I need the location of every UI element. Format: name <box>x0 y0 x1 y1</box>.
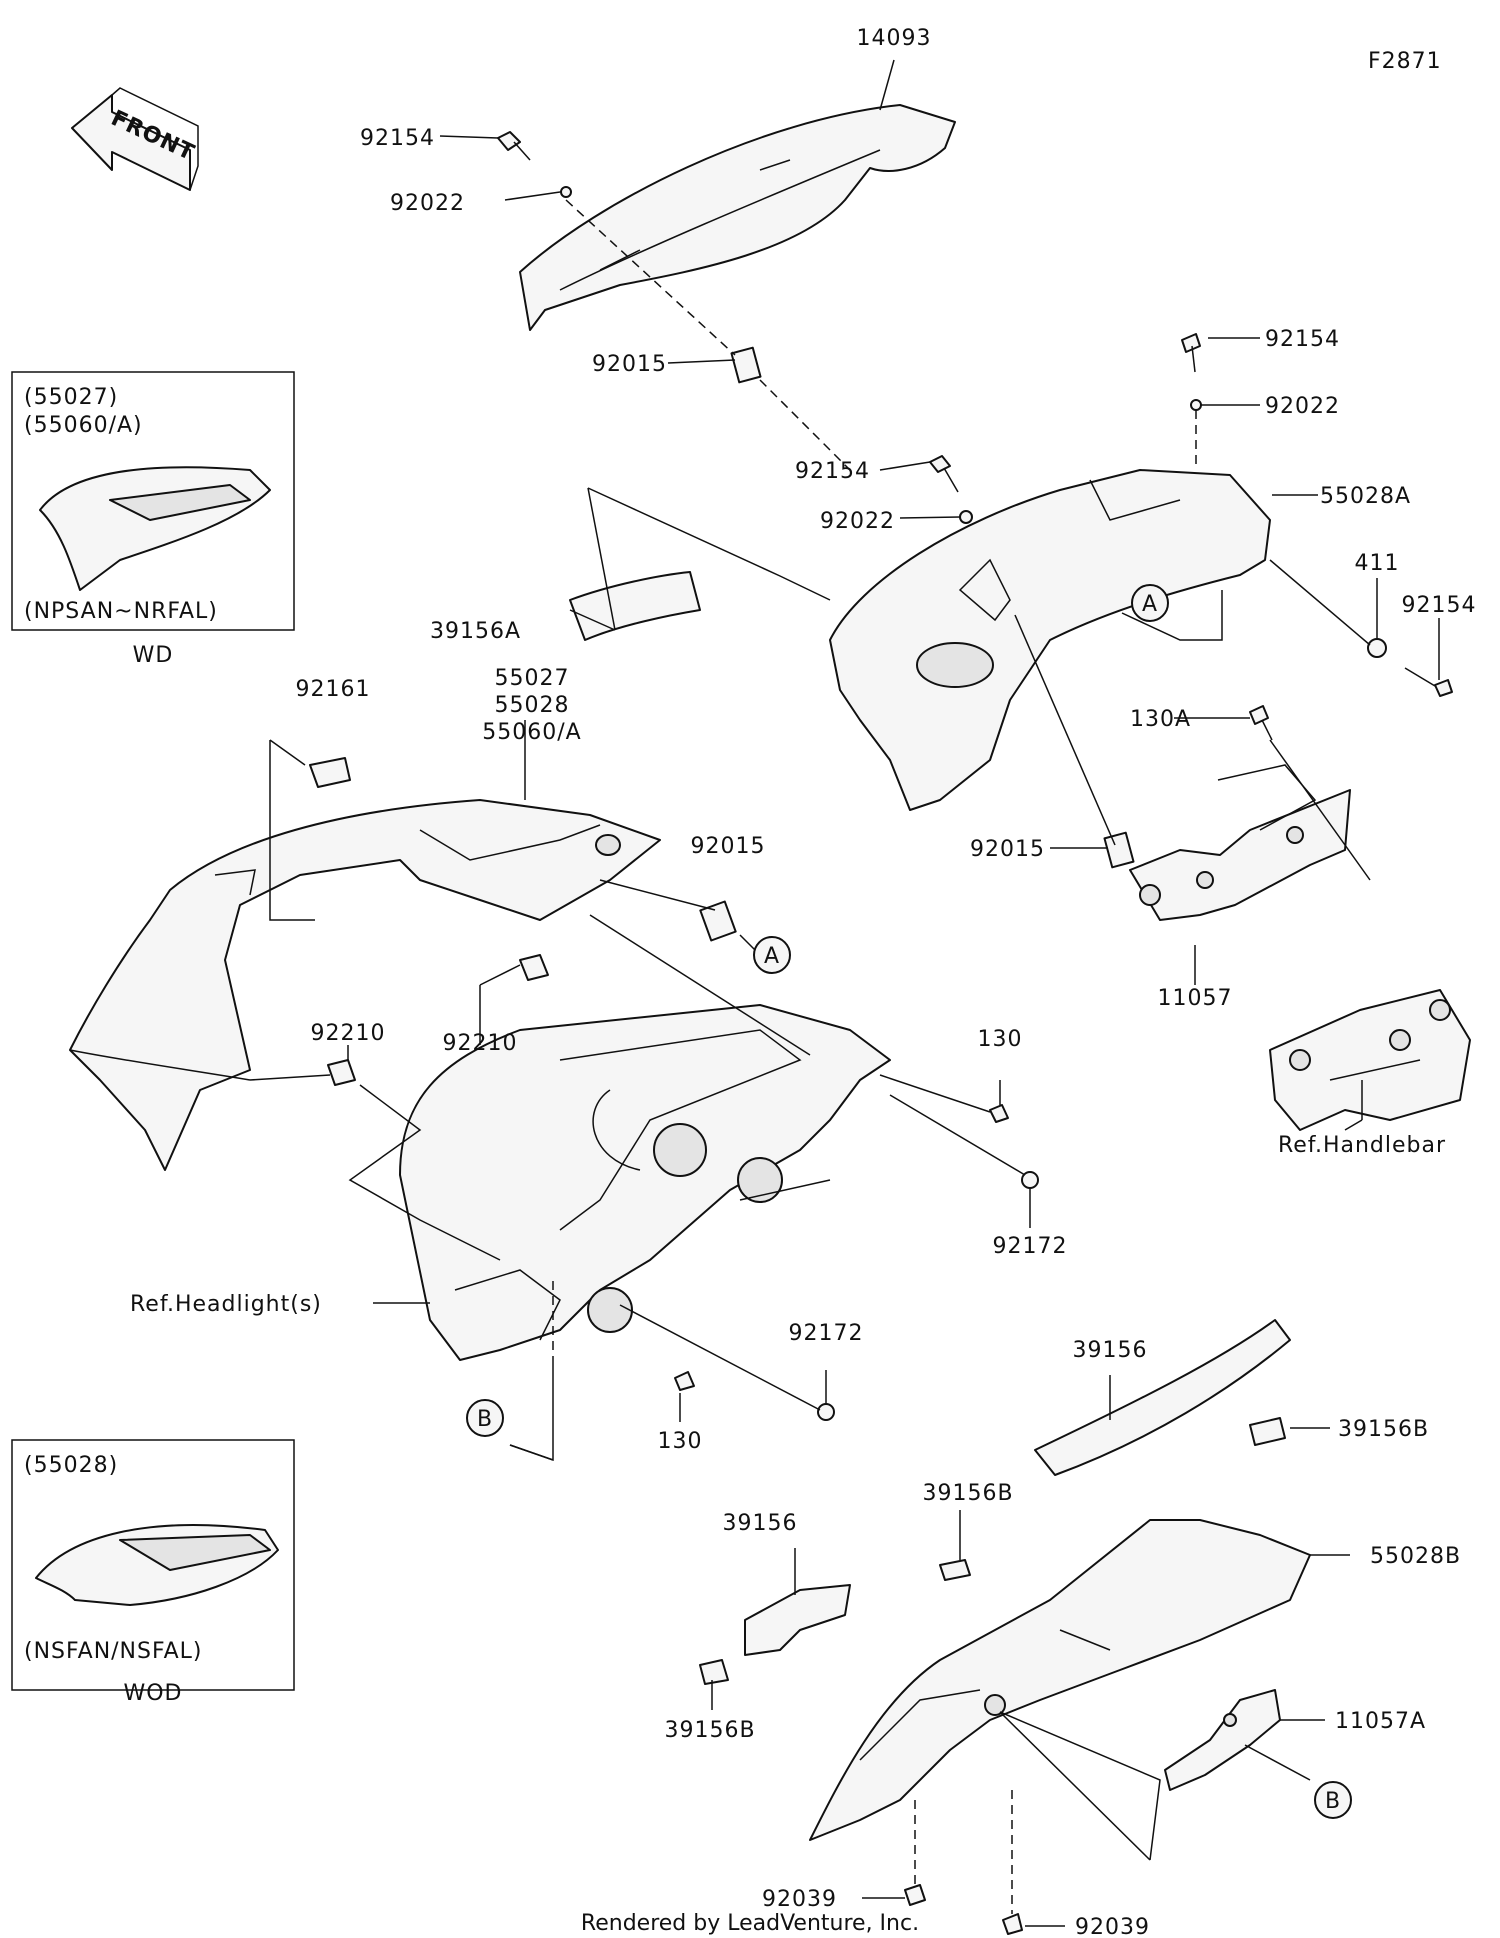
callout-b-left: B <box>466 1399 504 1437</box>
cover-55028B <box>809 1519 1311 1841</box>
svg-text:B: B <box>1325 1789 1341 1814</box>
label-55060A: 55060/A <box>482 720 581 745</box>
part-labels: 14093 92154 92022 92015 92154 92022 5502… <box>130 26 1477 1938</box>
label-130-b: 130 <box>658 1429 703 1454</box>
pad-39156-small <box>744 1584 851 1656</box>
inset-wd-caption: WD <box>133 643 174 668</box>
label-92015-c: 92015 <box>970 837 1045 862</box>
inset-wod-range: (NSFAN/NSFAL) <box>24 1639 203 1664</box>
callout-a-left: A <box>753 936 791 974</box>
label-92022-c: 92022 <box>1265 394 1340 419</box>
label-39156-a: 39156 <box>1073 1338 1148 1363</box>
inset-wd-range: (NPSAN~NRFAL) <box>24 599 218 624</box>
callout-a-top: A <box>1131 584 1169 622</box>
label-11057A: 11057A <box>1335 1709 1426 1734</box>
inset-wod: (55028) (NSFAN/NSFAL) WOD <box>11 1439 295 1706</box>
inset-wod-caption: WOD <box>123 1681 182 1706</box>
spacer-92015-left <box>699 900 737 942</box>
label-92172-b: 92172 <box>789 1321 864 1346</box>
bracket-11057A <box>1164 1689 1281 1791</box>
inset-wd-part-2: (55060/A) <box>24 413 143 438</box>
spacer-92015-top <box>730 346 762 384</box>
inset-wod-part-1: (55028) <box>24 1453 118 1478</box>
label-92039-a: 92039 <box>762 1887 837 1912</box>
label-39156B-a: 39156B <box>1338 1417 1429 1442</box>
pad-39156A <box>569 571 701 641</box>
svg-text:A: A <box>1142 592 1158 617</box>
leader-lines <box>249 59 1440 1927</box>
pad-39156B-mid <box>939 1559 971 1581</box>
svg-text:B: B <box>477 1407 493 1432</box>
pad-39156B-left <box>699 1659 729 1685</box>
figure-code: F2871 <box>1368 49 1442 74</box>
label-55028: 55028 <box>495 693 570 718</box>
fasteners <box>497 131 1453 1935</box>
pad-39156-long <box>1034 1319 1291 1476</box>
label-92154-d: 92154 <box>1402 593 1477 618</box>
label-92039-b: 92039 <box>1075 1915 1150 1938</box>
clip-92161 <box>309 757 351 788</box>
label-ref-headlights: Ref.Headlight(s) <box>130 1292 322 1317</box>
label-92022-a: 92022 <box>390 191 465 216</box>
label-39156-b: 39156 <box>723 1511 798 1536</box>
main-cowl <box>69 799 661 1171</box>
label-92154-b: 92154 <box>795 459 870 484</box>
headlight-assembly <box>399 1004 891 1361</box>
label-55028A: 55028A <box>1320 484 1411 509</box>
label-11057: 11057 <box>1158 986 1233 1011</box>
label-92154-c: 92154 <box>1265 327 1340 352</box>
handlebar-clamp <box>1269 989 1471 1131</box>
label-92172-a: 92172 <box>993 1234 1068 1259</box>
footer-credit: Rendered by LeadVenture, Inc. <box>581 1911 919 1936</box>
label-55027: 55027 <box>495 666 570 691</box>
label-130A: 130A <box>1130 707 1191 732</box>
cover-55028A <box>829 469 1271 811</box>
label-92022-b: 92022 <box>820 509 895 534</box>
upper-cover-14093 <box>519 104 956 331</box>
pad-39156B-right <box>1249 1417 1286 1446</box>
label-130-a: 130 <box>978 1027 1023 1052</box>
label-92210-b: 92210 <box>443 1031 518 1056</box>
inset-wd-part-1: (55027) <box>24 385 118 410</box>
clip-92210-a <box>519 954 549 981</box>
bracket-11057 <box>1129 789 1351 921</box>
label-39156B-c: 39156B <box>664 1718 755 1743</box>
label-ref-handlebar: Ref.Handlebar <box>1278 1133 1446 1158</box>
spacer-92015-mid <box>1103 831 1135 869</box>
label-55028B: 55028B <box>1370 1544 1461 1569</box>
label-92015-a: 92015 <box>592 352 667 377</box>
front-direction-arrow-icon: FRONT <box>71 87 199 191</box>
clip-92210-b <box>327 1059 356 1086</box>
label-14093: 14093 <box>857 26 932 51</box>
label-411: 411 <box>1355 551 1400 576</box>
label-39156A: 39156A <box>430 619 521 644</box>
callout-b-right: B <box>1314 1781 1352 1819</box>
label-39156B-b: 39156B <box>922 1481 1013 1506</box>
svg-text:A: A <box>764 944 780 969</box>
label-92015-b: 92015 <box>691 834 766 859</box>
label-92210-a: 92210 <box>311 1021 386 1046</box>
label-92161: 92161 <box>296 677 371 702</box>
inset-wd: (55027) (55060/A) (NPSAN~NRFAL) WD <box>11 371 295 668</box>
label-92154-a: 92154 <box>360 126 435 151</box>
